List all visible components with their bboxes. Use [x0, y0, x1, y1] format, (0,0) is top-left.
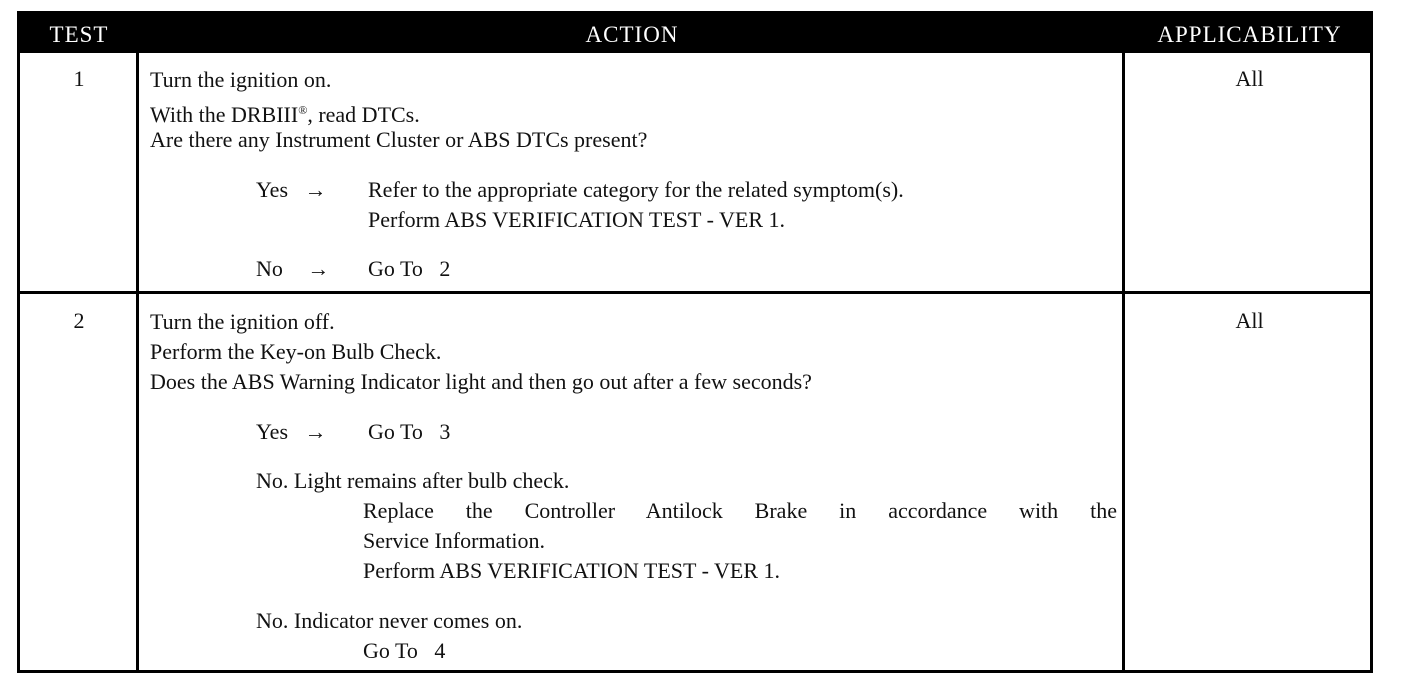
column-divider	[1122, 53, 1125, 670]
yes-result: Go To 3	[368, 419, 451, 444]
action-text: With the DRBIII	[150, 102, 299, 127]
applicability-value: All	[1235, 308, 1264, 333]
action-question: Does the ABS Warning Indicator light and…	[150, 369, 812, 394]
no-result: Replace the Controller Antilock Brake in…	[363, 498, 1117, 523]
action-line: Turn the ignition on.	[150, 67, 332, 92]
action-line: With the DRBIII®, read DTCs.	[150, 95, 420, 130]
column-divider	[136, 53, 139, 670]
no-result: Go To 2	[368, 256, 451, 281]
yes-result: Refer to the appropriate category for th…	[368, 177, 904, 202]
yes-result: Perform ABS VERIFICATION TEST - VER 1.	[368, 207, 786, 232]
table-header: TEST ACTION APPLICABILITY	[20, 14, 1370, 53]
header-applicability: APPLICABILITY	[1157, 22, 1342, 47]
applicability-value: All	[1235, 66, 1264, 91]
no-branch: No →	[256, 254, 340, 284]
yes-label: Yes	[256, 177, 289, 202]
action-text: , read DTCs.	[307, 102, 420, 127]
test-number: 1	[73, 66, 85, 91]
no-result: Service Information.	[363, 528, 546, 553]
right-arrow-icon: →	[304, 419, 327, 444]
right-arrow-icon: →	[307, 256, 330, 281]
header-action: ACTION	[585, 22, 679, 47]
no-result: Perform ABS VERIFICATION TEST - VER 1.	[363, 558, 781, 583]
diagnostic-table: TEST ACTION APPLICABILITY 1 All Turn the…	[17, 11, 1373, 673]
registered-mark: ®	[298, 103, 308, 117]
no-branch-label: No. Light remains after bulb check.	[256, 468, 570, 493]
no-label: No	[256, 256, 283, 281]
row-divider	[20, 291, 1370, 294]
header-test: TEST	[49, 22, 109, 47]
action-question: Are there any Instrument Cluster or ABS …	[150, 127, 648, 152]
action-line: Turn the ignition off.	[150, 309, 335, 334]
action-line: Perform the Key-on Bulb Check.	[150, 339, 442, 364]
no-result: Go To 4	[363, 638, 446, 663]
right-arrow-icon: →	[304, 177, 327, 202]
yes-label: Yes	[256, 419, 289, 444]
yes-branch: Yes →	[256, 417, 338, 447]
yes-branch: Yes →	[256, 175, 338, 205]
test-number: 2	[73, 308, 85, 333]
no-branch-label: No. Indicator never comes on.	[256, 608, 523, 633]
